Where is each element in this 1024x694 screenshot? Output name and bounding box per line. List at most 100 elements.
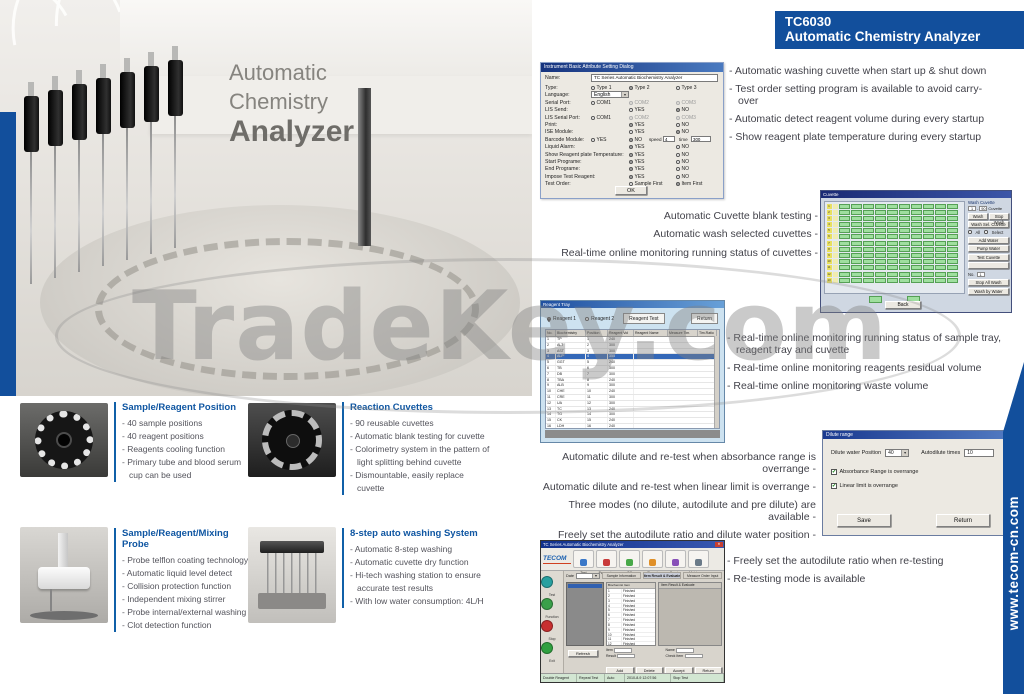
wash-to-input[interactable]: 90 <box>979 206 988 211</box>
radio-option[interactable]: YES <box>629 107 645 113</box>
cuvette-cell[interactable] <box>934 259 946 265</box>
cuvette-cell[interactable] <box>862 259 874 265</box>
cuvette-cell[interactable] <box>886 215 898 221</box>
cuvette-cell[interactable] <box>946 259 958 265</box>
reagent1-radio[interactable]: Reagent 1 <box>547 316 576 322</box>
cuvette-cell[interactable] <box>934 222 946 228</box>
cuvette-cell[interactable] <box>946 246 958 252</box>
cuvette-cell[interactable] <box>874 228 886 234</box>
cuvette-cell[interactable] <box>886 271 898 277</box>
cuvette-cell[interactable] <box>869 295 882 303</box>
cuvette-cell[interactable] <box>838 228 850 234</box>
reagent2-radio[interactable]: Reagent 2 <box>585 316 614 322</box>
cuvette-cell[interactable] <box>862 277 874 283</box>
language-combo[interactable]: English▼ <box>591 91 629 99</box>
cuvette-cell[interactable] <box>874 246 886 252</box>
cuvette-cell[interactable] <box>886 277 898 283</box>
cuvette-cell[interactable] <box>934 277 946 283</box>
cuvette-cell[interactable] <box>910 271 922 277</box>
radio-option[interactable]: YES <box>629 166 645 172</box>
cuvette-cell[interactable] <box>862 265 874 271</box>
cuvette-cell[interactable] <box>850 234 862 240</box>
cuvette-cell[interactable] <box>946 277 958 283</box>
cuvette-cell[interactable] <box>862 203 874 209</box>
cuvette-cell[interactable] <box>934 234 946 240</box>
cuvette-cell[interactable] <box>874 271 886 277</box>
cuvette-cell[interactable] <box>934 246 946 252</box>
cuvette-cell[interactable] <box>910 234 922 240</box>
cuvette-cell[interactable] <box>934 228 946 234</box>
cuvette-cell[interactable] <box>850 203 862 209</box>
cuvette-cell[interactable] <box>886 209 898 215</box>
test-cuvette-button[interactable]: Test Cuvette <box>968 253 1009 261</box>
toolbar-service-button[interactable]: Service <box>665 550 686 575</box>
cuvette-cell[interactable] <box>946 265 958 271</box>
cuvette-cell[interactable] <box>886 222 898 228</box>
radio-option[interactable]: NO <box>676 107 689 113</box>
cuvette-cell[interactable] <box>886 234 898 240</box>
cuvette-cell[interactable] <box>838 222 850 228</box>
radio-option[interactable]: Sample First <box>629 181 663 187</box>
radio-option[interactable]: NO <box>676 166 689 172</box>
radio-option[interactable]: NO <box>676 122 689 128</box>
cuvette-cell[interactable] <box>946 203 958 209</box>
reagent-test-button[interactable]: Reagent Test <box>623 313 665 324</box>
close-icon[interactable]: ✕ <box>715 542 723 547</box>
cuvette-cell[interactable] <box>946 222 958 228</box>
cuvette-cell[interactable] <box>934 265 946 271</box>
cuvette-cell[interactable] <box>946 209 958 215</box>
cuvette-cell[interactable] <box>850 215 862 221</box>
cuvette-cell[interactable] <box>910 259 922 265</box>
dilute-position-combo[interactable]: 40▼ <box>885 449 910 457</box>
cuvette-cell[interactable] <box>946 240 958 246</box>
ok-button[interactable]: OK <box>615 186 647 195</box>
return-button[interactable]: Return <box>690 313 718 324</box>
cuvette-cell[interactable] <box>874 234 886 240</box>
cuvette-cell[interactable] <box>850 228 862 234</box>
cuvette-cell[interactable] <box>922 240 934 246</box>
cuvette-cell[interactable] <box>934 240 946 246</box>
cuvette-cell[interactable] <box>850 277 862 283</box>
cuvette-cell[interactable] <box>874 215 886 221</box>
cuvette-cell[interactable] <box>862 215 874 221</box>
cuvette-cell[interactable] <box>874 240 886 246</box>
cuvette-cell[interactable] <box>874 259 886 265</box>
radio-option[interactable]: COM1 <box>591 100 611 106</box>
cuvette-cell[interactable] <box>898 271 910 277</box>
cuvette-cell[interactable] <box>898 259 910 265</box>
no-input[interactable]: 1 <box>976 272 985 278</box>
cuvette-cell[interactable] <box>910 240 922 246</box>
return-button[interactable]: Return <box>936 514 990 527</box>
wash-from-input[interactable]: 1 <box>968 206 976 211</box>
cuvette-cell[interactable] <box>934 271 946 277</box>
cuvette-cell[interactable] <box>922 209 934 215</box>
cuvette-cell[interactable] <box>898 215 910 221</box>
cuvette-cell[interactable] <box>922 277 934 283</box>
cuvette-cell[interactable] <box>838 246 850 252</box>
toolbar-parameter-button[interactable]: Parameter <box>596 550 617 575</box>
cuvette-cell[interactable] <box>910 253 922 258</box>
radio-option[interactable]: YES <box>629 159 645 165</box>
cuvette-cell[interactable] <box>838 234 850 240</box>
cuvette-cell[interactable] <box>910 228 922 234</box>
cuvette-cell[interactable] <box>898 240 910 246</box>
cuvette-cell[interactable] <box>850 222 862 228</box>
cuvette-cell[interactable] <box>874 265 886 271</box>
speed-combo[interactable]: 4 <box>663 136 675 143</box>
sidebar-exit-button[interactable]: Exit <box>541 641 563 663</box>
radio-option[interactable]: Type 3 <box>676 85 697 91</box>
radio-option[interactable]: YES <box>629 174 645 180</box>
radio-option[interactable]: YES <box>629 152 645 158</box>
sidebar-stop-button[interactable]: Stop <box>541 619 563 641</box>
